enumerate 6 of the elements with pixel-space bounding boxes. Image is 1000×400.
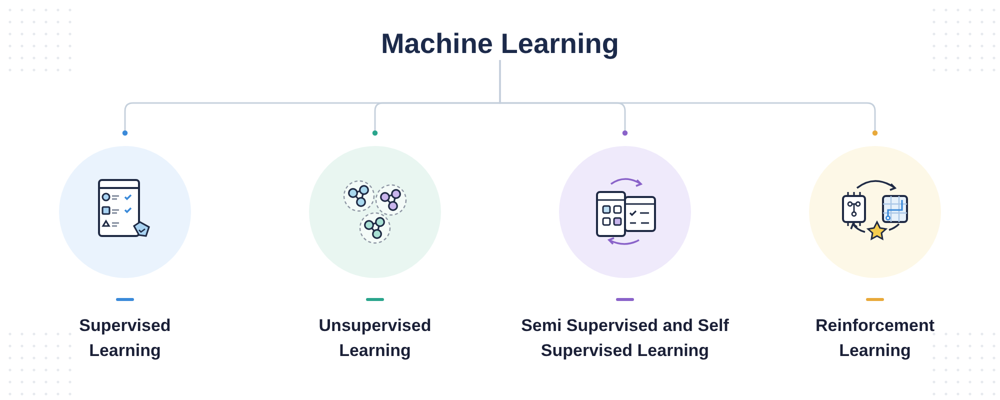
category-label: Reinforcement Learning (814, 315, 936, 362)
connector-line (499, 60, 878, 136)
diagram-title: Machine Learning (300, 28, 700, 60)
category-label: Semi Supervised and Self Supervised Learning (520, 315, 730, 362)
category-label: Unsupervised Learning (318, 315, 432, 362)
category-label: Supervised Learning (78, 315, 172, 362)
